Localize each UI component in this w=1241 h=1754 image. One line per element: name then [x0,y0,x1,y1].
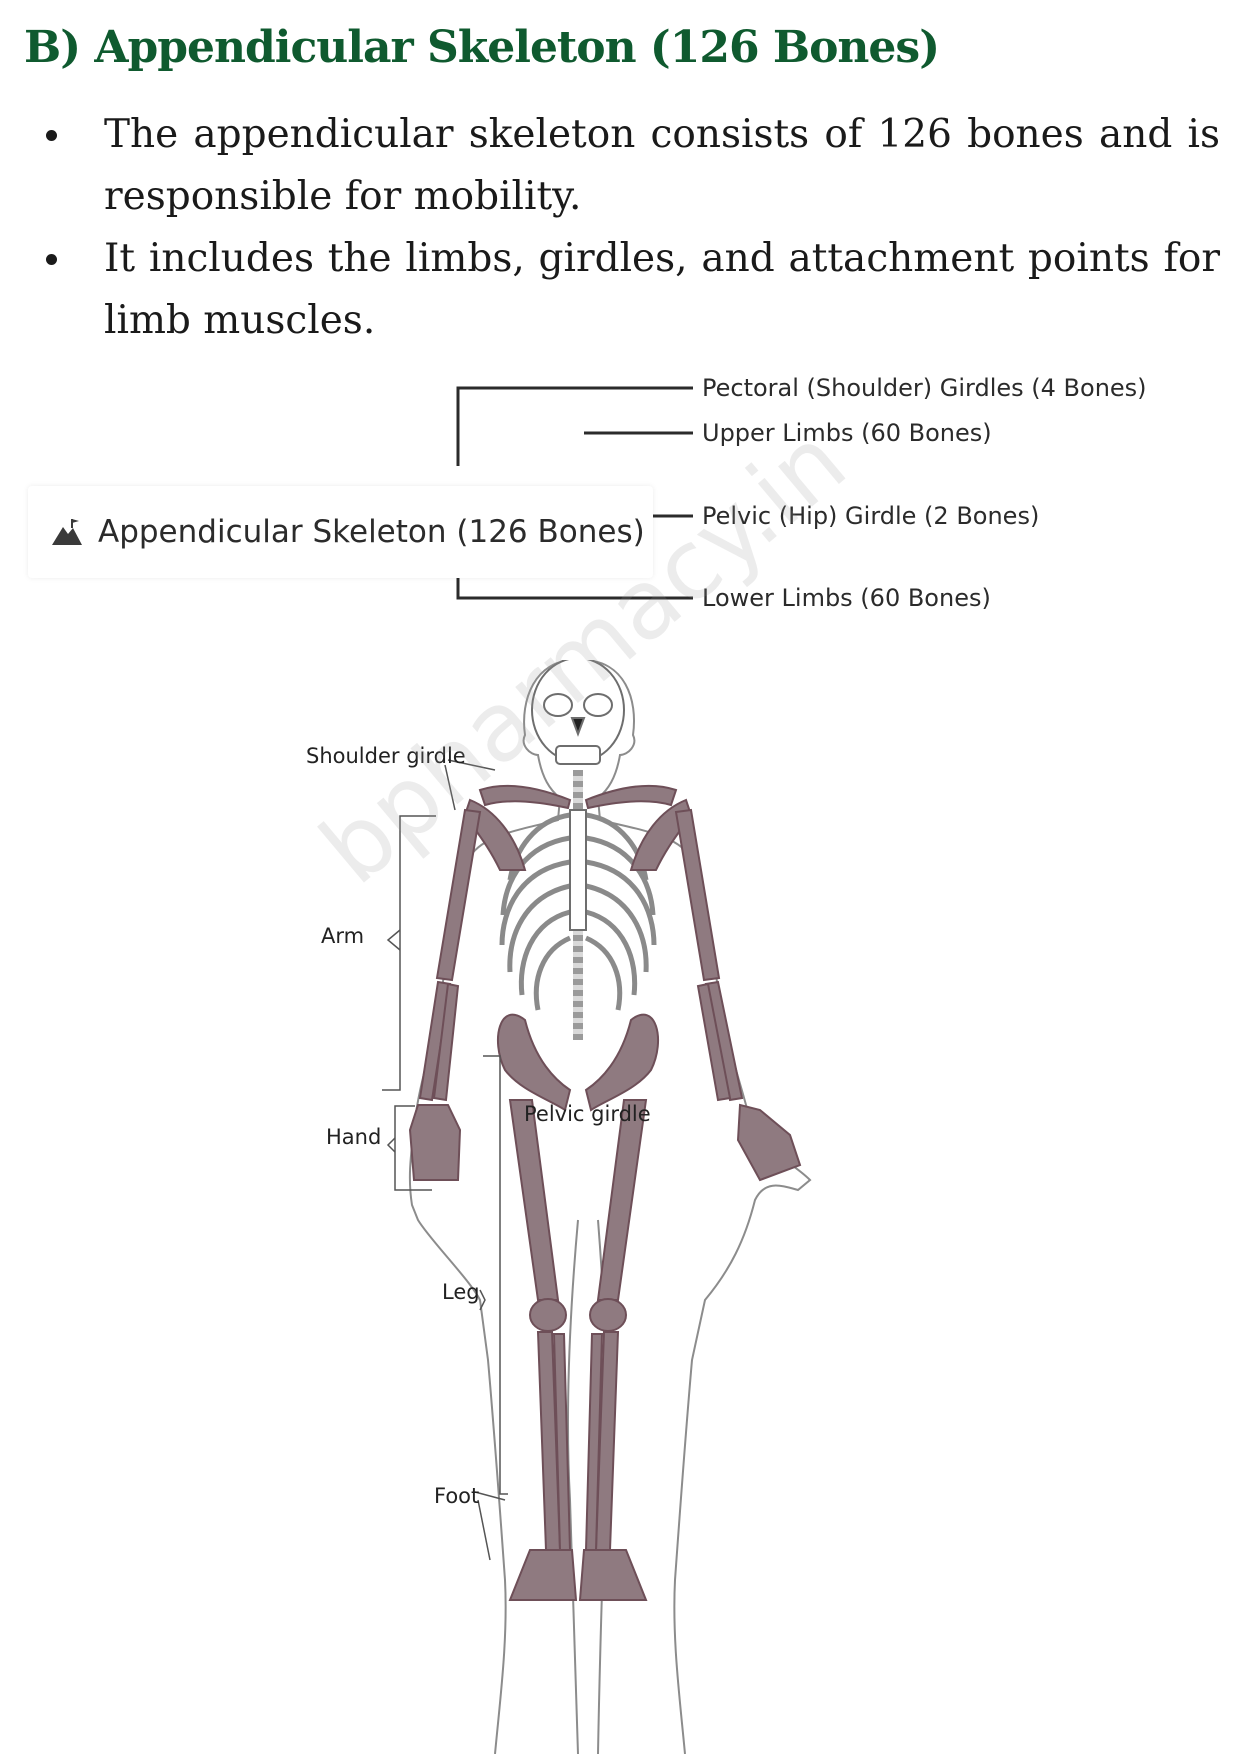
label-brackets [382,759,508,1561]
branch-lower-limbs: Lower Limbs (60 Bones) [702,584,991,612]
label-shoulder-girdle: Shoulder girdle [306,744,466,768]
bullet-dot-icon [46,254,57,265]
section-heading: B) Appendicular Skeleton (126 Bones) [24,22,940,73]
bullet-text: The appendicular skeleton consists of 12… [104,112,1220,219]
mountain-icon [52,519,82,545]
label-foot: Foot [434,1484,480,1508]
appendicular-bones [408,784,802,1601]
tree-root: Appendicular Skeleton (126 Bones) [28,486,653,578]
bullet-text: It includes the limbs, girdles, and atta… [104,236,1220,343]
bullet-list: The appendicular skeleton consists of 12… [40,104,1220,352]
classification-tree: Appendicular Skeleton (126 Bones) Pector… [28,360,1228,680]
label-leg: Leg [442,1280,480,1304]
branch-pelvic-girdle: Pelvic (Hip) Girdle (2 Bones) [702,502,1040,530]
connector-pectoral [456,386,693,466]
tree-root-label: Appendicular Skeleton (126 Bones) [98,514,645,550]
label-arm: Arm [321,924,365,948]
label-hand: Hand [326,1125,382,1149]
branch-pectoral-girdles: Pectoral (Shoulder) Girdles (4 Bones) [702,374,1147,402]
bullet-dot-icon [46,130,57,141]
label-pelvic-girdle: Pelvic girdle [524,1102,651,1126]
skeleton-figure: Shoulder girdle Arm Hand Pelvic girdle L… [306,660,940,1754]
skeleton-illustration [382,660,812,1754]
branch-upper-limbs: Upper Limbs (60 Bones) [702,419,992,447]
sternum [569,809,587,931]
bullet-item: The appendicular skeleton consists of 12… [40,104,1220,228]
bullet-item: It includes the limbs, girdles, and atta… [40,228,1220,352]
